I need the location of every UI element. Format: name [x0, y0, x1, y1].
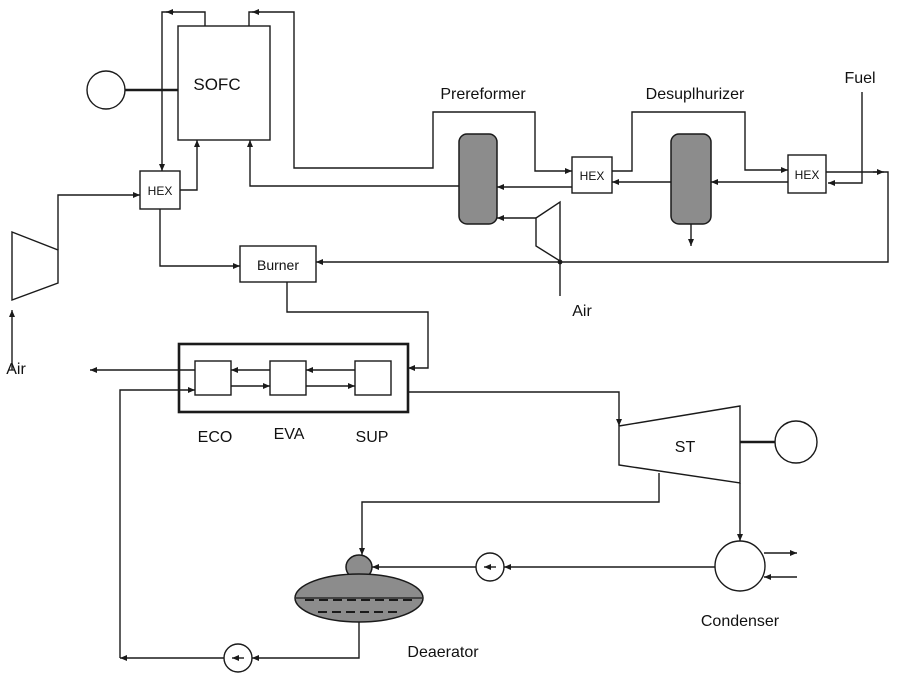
extraction-to-deaerator — [359, 473, 660, 555]
condenser-label: Condenser — [701, 613, 780, 630]
hex-left-block — [139, 170, 181, 210]
hex-right-label: HEX — [795, 168, 820, 182]
air-mid-label: Air — [572, 303, 592, 320]
prereformer-vessel — [458, 133, 498, 225]
eco-block — [194, 360, 232, 396]
deaerator-label: Deaerator — [407, 644, 479, 661]
fuel-label: Fuel — [844, 70, 875, 87]
steam-to-turbine — [408, 391, 622, 426]
st-label: ST — [675, 439, 696, 456]
hex-left-label: HEX — [148, 184, 173, 198]
anode-recirculation — [248, 11, 572, 174]
burner-label: Burner — [257, 257, 299, 273]
feedwater-to-eco — [119, 387, 195, 658]
burner-block — [239, 245, 317, 283]
sup-block — [354, 360, 392, 396]
deaerator-to-feedpump — [252, 622, 360, 661]
sup-label: SUP — [356, 429, 389, 446]
sofc-exhaust-to-hex — [159, 11, 206, 171]
hex-to-burner — [159, 209, 240, 269]
desulphurizer-label: Desuplhurizer — [646, 86, 745, 103]
st-generator — [774, 420, 818, 464]
sofc-block — [177, 25, 271, 141]
eva-label: EVA — [274, 426, 305, 443]
burner-exhaust-to-hrsg — [286, 282, 429, 371]
hex-mid-block — [571, 156, 613, 194]
air-mid-junction — [557, 259, 563, 265]
eva-block — [269, 360, 307, 396]
air-compressor-mid — [535, 200, 561, 263]
prereformer-label: Prereformer — [440, 86, 526, 103]
sofc-label: SOFC — [193, 75, 240, 94]
hex-mid-label: HEX — [580, 169, 605, 183]
condenser — [714, 540, 766, 592]
deaerator — [294, 554, 424, 623]
hex-right-block — [787, 154, 827, 194]
desulphurizer-vessel — [670, 133, 712, 225]
sofc-generator — [86, 70, 126, 110]
hrsg-frame — [177, 342, 410, 414]
air-compressor-left — [11, 230, 59, 302]
fuel-to-desulphurizer-loop — [612, 111, 788, 173]
fuel-bypass-to-burner — [316, 171, 889, 265]
hex-to-sofc-air — [180, 140, 200, 191]
air-to-hex-left — [57, 192, 140, 250]
fuel-inlet — [828, 92, 863, 186]
reformate-to-sofc — [247, 140, 459, 187]
air-left-label: Air — [6, 361, 26, 378]
eco-label: ECO — [198, 429, 233, 446]
